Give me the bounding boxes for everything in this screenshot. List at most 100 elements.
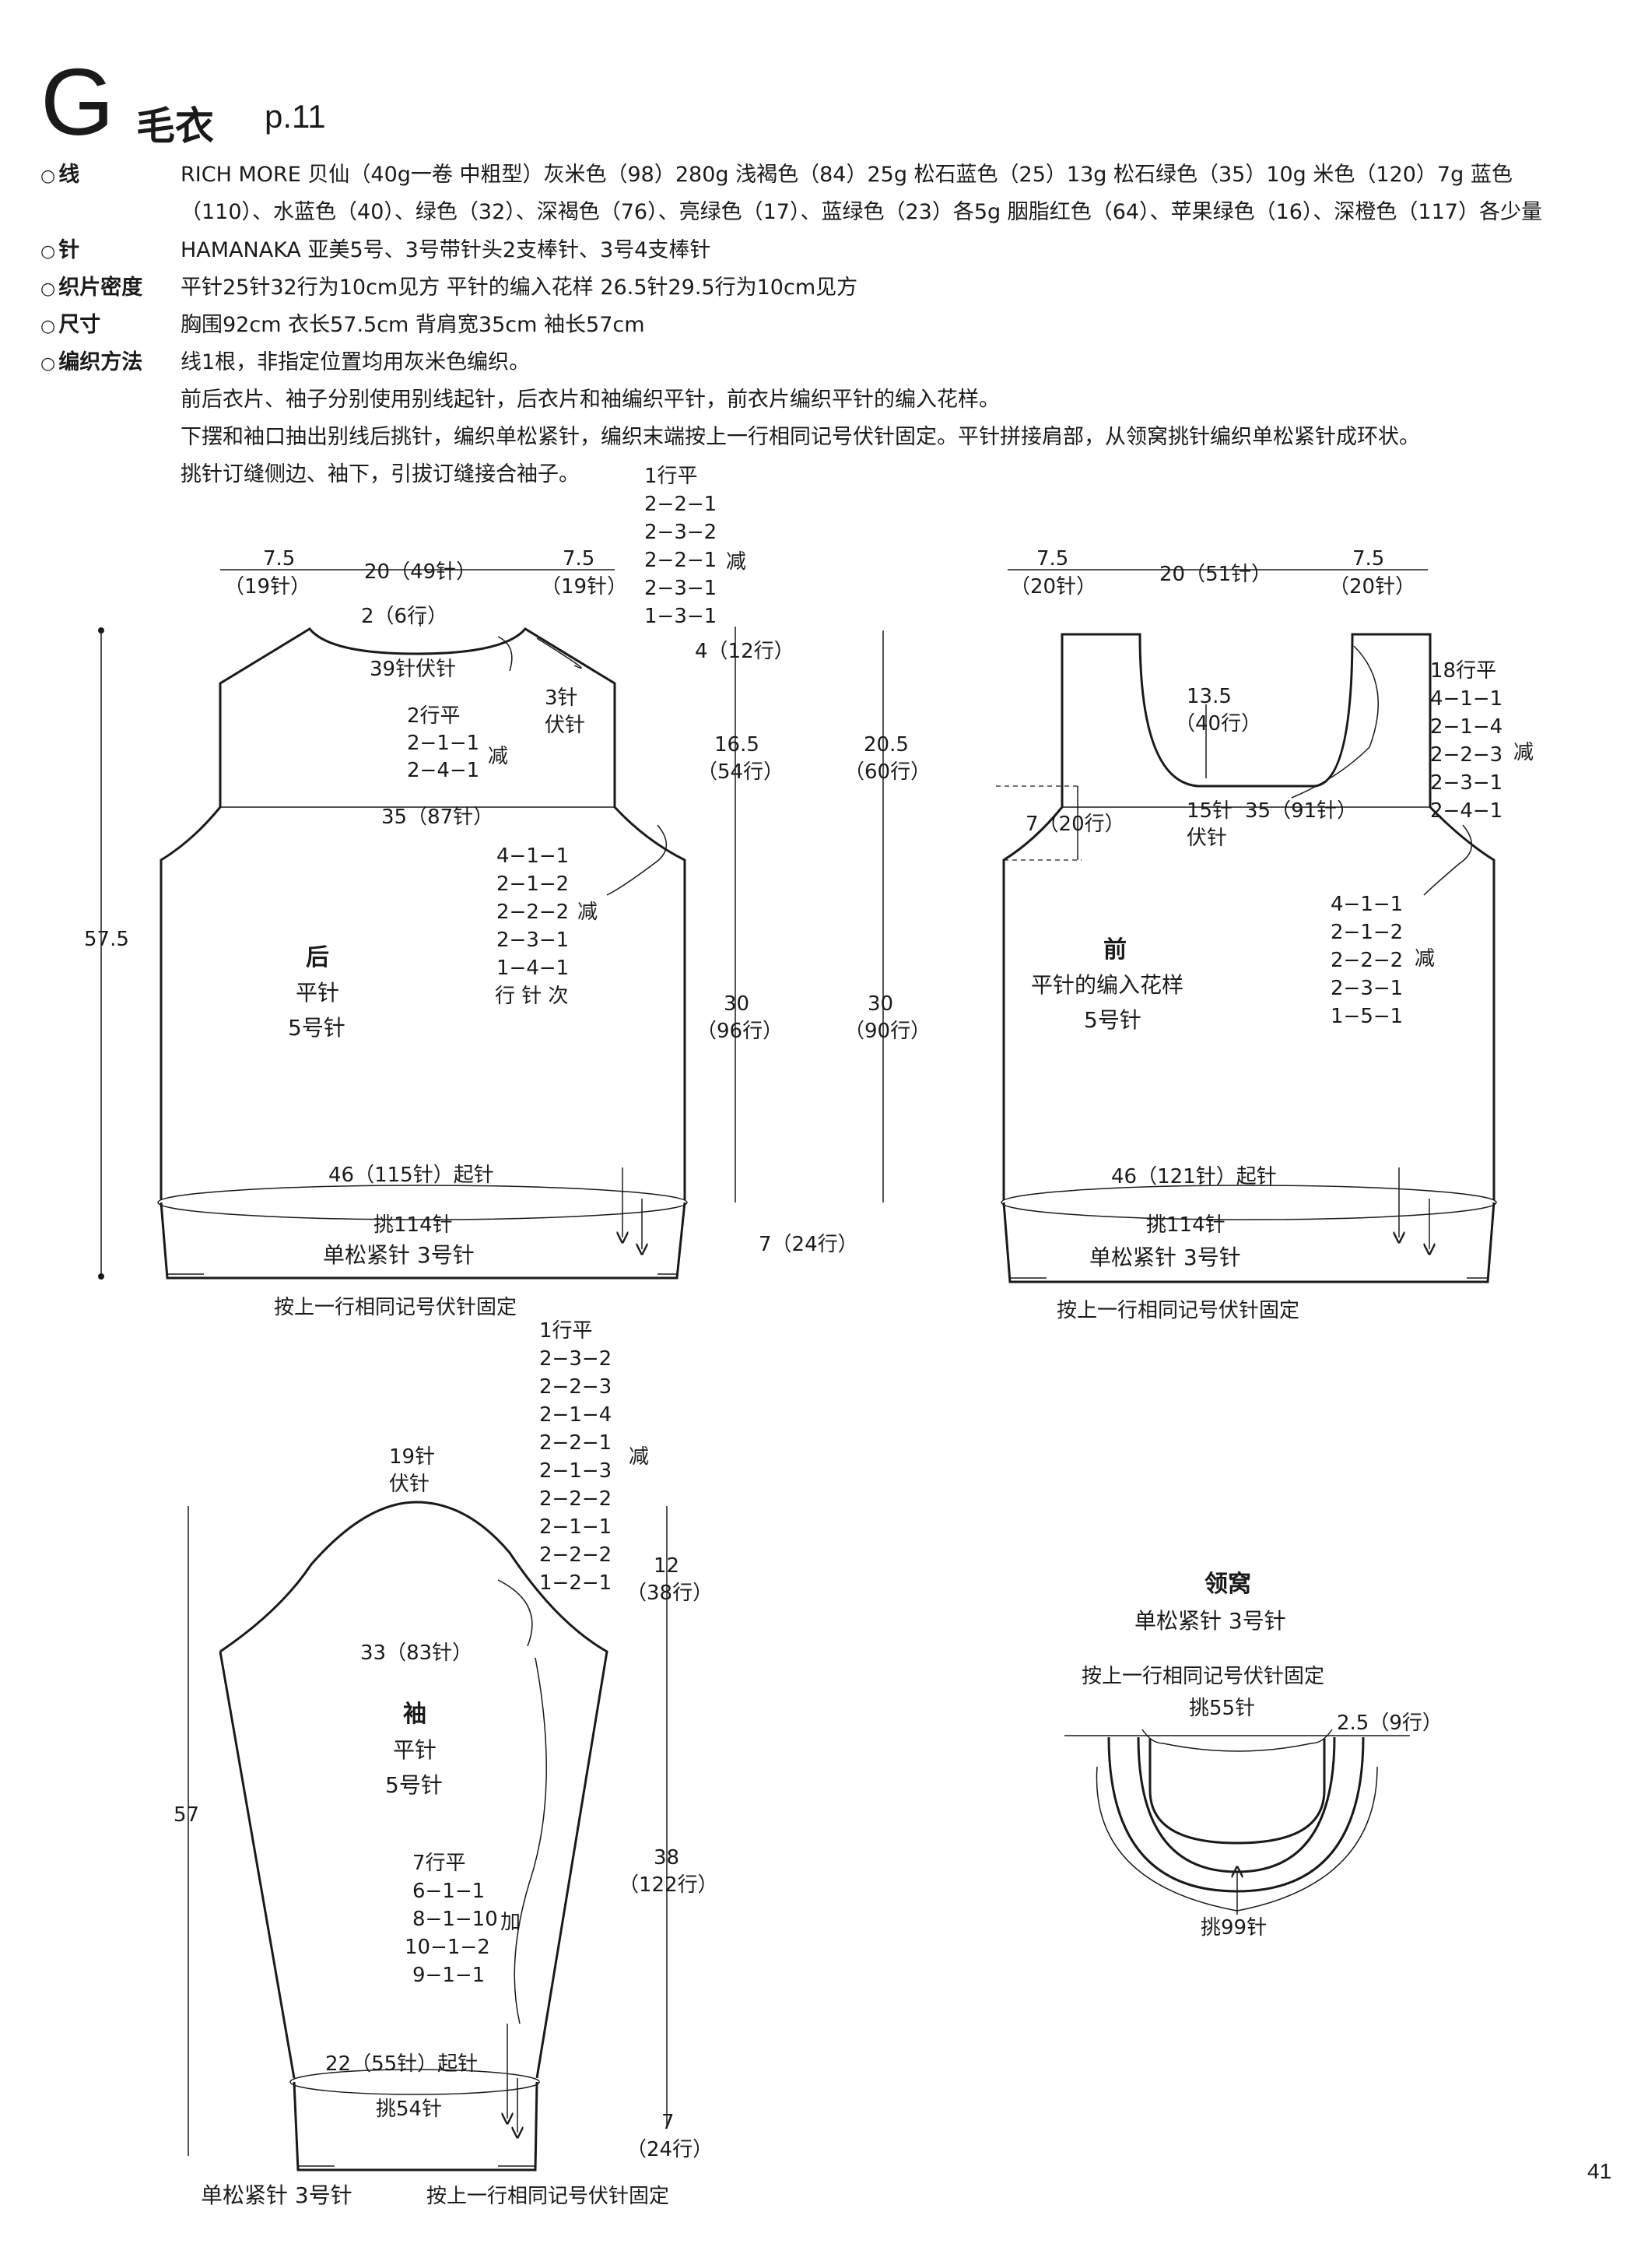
sleeve-width: 33（83针） — [360, 1641, 472, 1665]
back-total-length: 57.5 — [84, 928, 129, 951]
back-shoulder-height: 4（12行） — [695, 640, 794, 663]
front-arm-dec-3: 2−3−1 — [1331, 977, 1403, 1000]
front-center-bind-a: 15针 — [1187, 799, 1233, 823]
sleeve-body-height: 38 — [654, 1846, 679, 1870]
front-neck-dec-4: 2−3−1 — [1430, 771, 1503, 795]
spec-yarn-line-1: RICH MORE 贝仙（40g一卷 中粗型）灰米色（98）280g 浅褐色（8… — [181, 163, 1513, 187]
spec-label-yarn: ○线 — [40, 163, 80, 187]
front-stitch: 平针的编入花样 — [1031, 972, 1183, 998]
sleeve-top-bind-a: 19针 — [389, 1445, 435, 1469]
sleeve-cap-dec-5: 2−1−3 — [539, 1459, 612, 1483]
spec-yarn-line-2: （110）、水蓝色（40）、绿色（32）、深褐色（76）、亮绿色（17）、蓝绿色… — [181, 200, 1542, 224]
front-pick: 挑114针 — [1146, 1213, 1226, 1237]
sleeve-inc-1: 6−1−1 — [412, 1880, 485, 1903]
sleeve-stitch: 平针 — [393, 1737, 437, 1763]
collar-pick-bottom: 挑99针 — [1201, 1916, 1267, 1940]
sleeve-needle: 5号针 — [385, 1772, 443, 1798]
back-neck-dec-2: 2−4−1 — [407, 759, 479, 782]
back-arm-dec-2: 2−2−2 — [496, 901, 569, 924]
back-shoulder-dec-word: 减 — [726, 550, 746, 574]
section-letter: G — [40, 49, 114, 155]
back-shoulder-dec-0: 1行平 — [644, 465, 698, 488]
spec-gauge-line: 平针25针32行为10cm见方 平针的编入花样 26.5针29.5行为10cm见… — [181, 276, 858, 300]
back-shoulder-bind-a: 3针 — [545, 686, 578, 710]
collar-rib: 单松紧针 3号针 — [1134, 1608, 1286, 1634]
back-top-left-stitches: （19针） — [224, 575, 310, 599]
collar-pick-top: 挑55针 — [1189, 1697, 1255, 1720]
front-top-mid: 20（51针） — [1159, 563, 1271, 586]
back-pick: 挑114针 — [373, 1213, 453, 1237]
back-piece-name: 后 — [306, 944, 329, 971]
front-bindoff-note: 按上一行相同记号伏针固定 — [1057, 1299, 1299, 1322]
sleeve-total-length: 57 — [174, 1803, 199, 1827]
back-neck-bind: 39针伏针 — [370, 658, 456, 681]
back-arm-height: 16.5 — [714, 733, 759, 757]
sleeve-top-bind-b: 伏针 — [389, 1473, 430, 1496]
front-body-height: 30 — [868, 992, 893, 1016]
front-neck-dec-5: 2−4−1 — [1430, 799, 1503, 823]
sleeve-cap-dec-4: 2−2−1 — [539, 1431, 612, 1455]
page-number: 41 — [1587, 2159, 1612, 2183]
front-arm-dec-4: 1−5−1 — [1331, 1005, 1403, 1028]
back-row-stitch-times: 行 针 次 — [495, 985, 569, 1008]
back-top-mid: 20（49针） — [364, 560, 476, 584]
back-arm-dec-3: 2−3−1 — [496, 929, 569, 952]
sleeve-rib: 单松紧针 3号针 — [201, 2182, 352, 2208]
spec-method-line-3: 下摆和袖口抽出别线后挑针，编织单松紧针，编织末端按上一行相同记号伏针固定。平针拼… — [181, 425, 1420, 449]
front-arm-dec-0: 4−1−1 — [1331, 893, 1403, 916]
sleeve-inc-3: 10−1−2 — [405, 1936, 490, 1959]
back-needle: 5号针 — [288, 1015, 345, 1041]
back-top-right-stitches: （19针） — [541, 575, 627, 599]
front-piece-name: 前 — [1103, 936, 1127, 964]
back-stitch: 平针 — [296, 980, 339, 1006]
front-needle: 5号针 — [1084, 1007, 1141, 1033]
front-top-left-stitches: （20针） — [1010, 575, 1096, 599]
back-shoulder-dec-2: 2−3−2 — [644, 521, 717, 544]
front-top-right-stitches: （20针） — [1329, 575, 1415, 599]
front-neck-side: 7（20行） — [1026, 813, 1125, 836]
page-title: 毛衣 — [136, 104, 214, 149]
front-top-right-width: 7.5 — [1352, 547, 1384, 571]
back-arm-dec-4: 1−4−1 — [496, 957, 569, 980]
rib-height: 7（24行） — [759, 1233, 858, 1256]
spec-label-gauge: ○织片密度 — [40, 276, 143, 300]
sleeve-cap-dec-7: 2−1−1 — [539, 1515, 612, 1539]
sleeve-cap-dec-3: 2−1−4 — [539, 1403, 612, 1427]
front-rib: 单松紧针 3号针 — [1089, 1245, 1241, 1270]
spec-label-method: ○编织方法 — [40, 350, 143, 374]
back-top-left-width: 7.5 — [263, 547, 295, 571]
front-upper-rows: （60行） — [844, 760, 931, 784]
back-arm-dec-0: 4−1−1 — [496, 844, 569, 868]
back-top-right-width: 7.5 — [563, 547, 594, 571]
sleeve-inc-4: 9−1−1 — [412, 1964, 485, 1987]
spec-method-line-4: 挑针订缝侧边、袖下，引拔订缝接合袖子。 — [181, 462, 580, 486]
back-cast-on: 46（115针）起针 — [328, 1164, 494, 1187]
front-shoulder-width: 35（91针） — [1245, 799, 1357, 823]
spec-needle-line: HAMANAKA 亚美5号、3号带针头2支棒针、3号4支棒针 — [181, 238, 711, 262]
back-shoulder-bind-b: 伏针 — [545, 714, 585, 737]
back-neck-depth: 2（6行） — [361, 605, 447, 628]
back-rib: 单松紧针 3号针 — [323, 1242, 475, 1268]
sleeve-cap-height: 12 — [654, 1554, 679, 1578]
sleeve-cap-dec-6: 2−2−2 — [539, 1487, 612, 1511]
sleeve-piece-name: 袖 — [403, 1701, 426, 1728]
front-neck-dec-2: 2−1−4 — [1430, 715, 1503, 739]
back-piece-outline — [157, 627, 688, 1280]
collar-height: 2.5（9行） — [1337, 1712, 1443, 1735]
spec-label-needle: ○针 — [40, 238, 80, 262]
sleeve-inc-2: 8−1−10 — [412, 1908, 498, 1931]
sleeve-body-rows: （122行） — [619, 1873, 718, 1897]
back-arm-rows: （54行） — [697, 760, 784, 784]
back-neck-dec-word: 减 — [488, 745, 508, 768]
collar-title: 领窝 — [1204, 1571, 1251, 1598]
back-bindoff-note: 按上一行相同记号伏针固定 — [274, 1296, 517, 1319]
back-shoulder-dec-5: 1−3−1 — [644, 605, 717, 628]
sleeve-cap-dec-1: 2−3−2 — [539, 1347, 612, 1371]
sleeve-inc-0: 7行平 — [412, 1852, 466, 1875]
back-shoulder-width: 35（87针） — [381, 806, 493, 829]
front-neck-dec-0: 18行平 — [1430, 659, 1496, 683]
front-neck-depth: 13.5 — [1187, 685, 1232, 708]
back-neck-dec-0: 2行平 — [407, 704, 461, 728]
front-neck-rows: （40行） — [1175, 712, 1261, 736]
